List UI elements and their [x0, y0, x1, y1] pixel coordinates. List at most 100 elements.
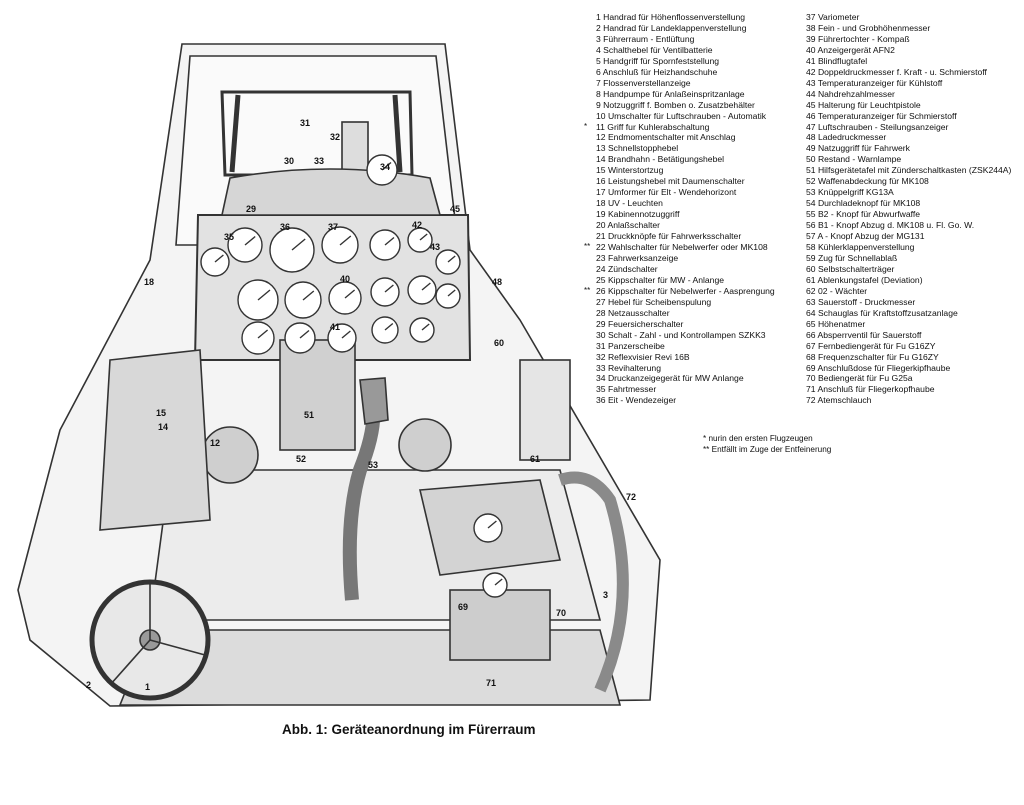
- legend-item: 27 Hebel für Scheibenspulung: [584, 297, 775, 308]
- legend-text: 31 Panzerscheibe: [596, 340, 665, 351]
- legend-text: 36 Eit - Wendezeiger: [596, 395, 677, 406]
- legend-item: 20 Anlaßschalter: [584, 220, 775, 231]
- legend-item: 24 Zündschalter: [584, 264, 775, 275]
- callout-number: 35: [224, 232, 234, 242]
- legend-item: 32 Reflexvisier Revi 16B: [584, 352, 775, 363]
- callout-number: 32: [330, 132, 340, 142]
- legend-item: 17 Umformer für Elt - Wendehorizont: [584, 187, 775, 198]
- legend-item: 65 Höhenatmer: [806, 318, 866, 329]
- callout-number: 30: [284, 156, 294, 166]
- callout-number: 41: [330, 322, 340, 332]
- legend-item: 43 Temperaturanzeiger für Kühlstoff: [806, 77, 943, 88]
- legend-item: 51 Hilfsgerätetafel mit Zünderschaltkast…: [806, 165, 1012, 176]
- legend-text: 12 Endmomentschalter mit Anschlag: [596, 132, 736, 143]
- legend-item: 28 Netzausschalter: [584, 308, 775, 319]
- legend-item: 16 Leistungshebel mit Daumenschalter: [584, 176, 775, 187]
- legend-item: 23 Fahrwerksanzeige: [584, 253, 775, 264]
- legend-text: 4 Schalthebel für Ventilbatterie: [596, 44, 713, 55]
- legend-text: 28 Netzausschalter: [596, 307, 670, 318]
- legend-item: 3 Führerraum - Entlüftung: [584, 34, 775, 45]
- legend-item: 30 Schalt - Zahl - und Kontrollampen SZK…: [584, 330, 775, 341]
- legend-text: 29 Feuersicherschalter: [596, 318, 684, 329]
- auxiliary-panel: [279, 339, 356, 451]
- legend-item: 59 Zug für Schnellablaß: [806, 252, 898, 263]
- legend-item: 34 Druckanzeigegerät für MW Anlange: [584, 373, 775, 384]
- legend-item: 44 Nahdrehzahlmesser: [806, 88, 895, 99]
- legend-text: 21 Druckknöpfe für Fahrwerksschalter: [596, 231, 742, 242]
- legend-item: 55 B2 - Knopf für Abwurfwaffe: [806, 209, 921, 220]
- legend-item: 12 Endmomentschalter mit Anschlag: [584, 132, 775, 143]
- legend-text: 19 Kabinennotzuggriff: [596, 209, 680, 220]
- callout-number: 61: [530, 454, 540, 464]
- legend-item: 67 Fernbediengerät für Fu G16ZY: [806, 340, 936, 351]
- legend-item: 15 Winterstortzug: [584, 165, 775, 176]
- callout-number: 14: [158, 422, 168, 432]
- legend-item: 5 Handgriff für Spornfeststellung: [584, 56, 775, 67]
- legend-text: 9 Notzuggriff f. Bomben o. Zusatzbehälte…: [596, 99, 755, 110]
- legend-item: 1 Handrad für Höhenflossenverstellung: [584, 12, 775, 23]
- legend-text: 32 Reflexvisier Revi 16B: [596, 351, 690, 362]
- legend-item: 53 Knüppelgriff KG13A: [806, 187, 894, 198]
- legend-text: 6 Anschluß für Heizhandschuhe: [596, 66, 718, 77]
- legend-item: 42 Doppeldruckmesser f. Kraft - u. Schmi…: [806, 66, 987, 77]
- legend-item: 9 Notzuggriff f. Bomben o. Zusatzbehälte…: [584, 100, 775, 111]
- legend-item: 70 Bediengerät für Fu G25a: [806, 373, 913, 384]
- legend-item: 54 Durchladeknopf für MK108: [806, 198, 921, 209]
- legend-text: 15 Winterstortzug: [596, 165, 664, 176]
- legend-item: 58 Kühlerklappenverstellung: [806, 242, 915, 253]
- legend-item: 72 Atemschlauch: [806, 395, 872, 406]
- legend-text: 35 Fahrtmesser: [596, 384, 657, 395]
- legend-text: 24 Zündschalter: [596, 263, 658, 274]
- legend-text: 22 Wahlschalter für Nebelwerfer oder MK1…: [596, 242, 768, 253]
- figure-caption: Abb. 1: Geräteanordnung im Fürerraum: [282, 722, 536, 737]
- legend-text: 25 Kippschalter für MW - Anlange: [596, 274, 725, 285]
- legend-item: 49 Natzuggriff für Fahrwerk: [806, 143, 910, 154]
- callout-number: 31: [300, 118, 310, 128]
- callout-number: 37: [328, 222, 338, 232]
- legend-item: 40 Anzeigergerät AFN2: [806, 44, 895, 55]
- legend-item: 46 Temperaturanzeiger für Schmierstoff: [806, 110, 957, 121]
- legend-item: 37 Variometer: [806, 12, 860, 22]
- legend-item: 35 Fahrtmesser: [584, 384, 775, 395]
- legend-text: 8 Handpumpe für Anlaßeinspritzanlage: [596, 88, 745, 99]
- callout-number: 36: [280, 222, 290, 232]
- legend-item: 4 Schalthebel für Ventilbatterie: [584, 45, 775, 56]
- callout-number: 45: [450, 204, 460, 214]
- legend-item: 50 Restand - Warnlampe: [806, 154, 902, 165]
- legend-text: 1 Handrad für Höhenflossenverstellung: [596, 12, 746, 22]
- legend-item: 38 Fein - und Grobhöhenmesser: [806, 22, 931, 33]
- legend-item: 33 Revihalterung: [584, 363, 775, 374]
- legend-text: 33 Revihalterung: [596, 362, 661, 373]
- callout-number: 60: [494, 338, 504, 348]
- legend-item: 36 Eit - Wendezeiger: [584, 395, 775, 406]
- legend-item: 7 Flossenverstellanzeige: [584, 78, 775, 89]
- callout-number: 43: [430, 242, 440, 252]
- footnotes: * nurin den ersten Flugzeugen ** Entfäll…: [703, 433, 831, 455]
- legend-item: 13 Schnellstopphebel: [584, 143, 775, 154]
- legend-text: 27 Hebel für Scheibenspulung: [596, 296, 712, 307]
- callout-number: 12: [210, 438, 220, 448]
- legend-item: 71 Anschluß für Fliegerkopfhaube: [806, 384, 935, 395]
- legend-text: 14 Brandhahn - Betätigungshebel: [596, 154, 725, 165]
- callout-number: 2: [86, 680, 91, 690]
- callout-number: 52: [296, 454, 306, 464]
- callout-number: 29: [246, 204, 256, 214]
- legend-text: 2 Handrad für Landeklappenverstellung: [596, 22, 747, 33]
- legend-item: 10 Umschalter für Luftschrauben - Automa…: [584, 111, 775, 122]
- legend-item: 41 Blindflugtafel: [806, 55, 868, 66]
- legend-text: 30 Schalt - Zahl - und Kontrollampen SZK…: [596, 329, 766, 340]
- legend-item: 61 Ablenkungstafel (Deviation): [806, 274, 923, 285]
- callout-number: 18: [144, 277, 154, 287]
- callout-number: 34: [380, 162, 390, 172]
- legend-item: 2 Handrad für Landeklappenverstellung: [584, 23, 775, 34]
- footnote-single-star: * nurin den ersten Flugzeugen: [703, 434, 813, 443]
- callout-number: 42: [412, 220, 422, 230]
- legend-item: 69 Anschlußdose für Fliegerkipfhaube: [806, 362, 951, 373]
- legend-item: 52 Waffenabdeckung für MK108: [806, 176, 929, 187]
- legend-text: 34 Druckanzeigegerät für MW Anlange: [596, 373, 744, 384]
- legend-text: 13 Schnellstopphebel: [596, 143, 679, 154]
- oxygen-hose: [558, 471, 629, 693]
- callout-number: 40: [340, 274, 350, 284]
